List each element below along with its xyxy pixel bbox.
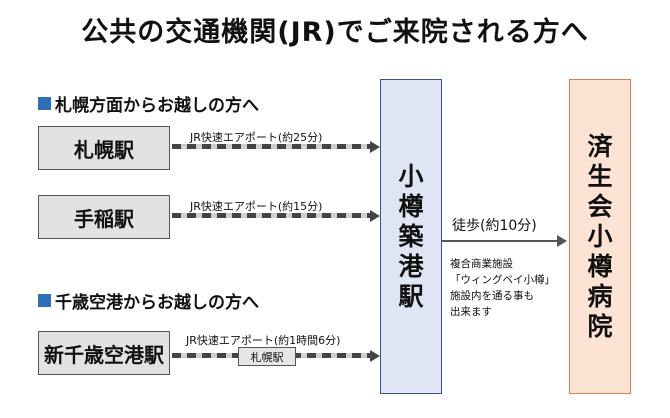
hospital-char: 小 [587,221,613,251]
arrow-right-icon [370,210,380,222]
hospital-char: 済 [587,131,613,161]
walk-note-line: 複合商業施設 [450,258,513,270]
page-title: 公共の交通機関(JR)でご来院される方へ [81,17,589,48]
station-label: 手稲駅 [74,206,134,231]
station-sapporo: 札幌駅 [38,126,170,170]
station-teine: 手稲駅 [38,195,170,239]
rail-line [172,144,370,149]
arrow-right-icon [370,350,380,362]
section-header-sapporo: 札幌方面からお越しの方へ [38,91,259,116]
walk-line [442,240,558,242]
station-char: 小 [398,161,424,191]
hospital-char: 会 [587,191,613,221]
walk-note-line: 「ウィングベイ小樽」 [450,274,555,286]
station-char: 港 [398,251,424,281]
section-header-chitose: 千歳空港からお越しの方へ [38,288,259,313]
station-char: 駅 [398,281,424,311]
route-label: JR快速エアポート(約1時間6分) [186,334,341,347]
hospital-char: 院 [587,311,613,341]
blue-square-icon [38,294,51,307]
walk-note: 複合商業施設 「ウィングベイ小樽」 施設内を通る事も 出来ます [450,256,555,320]
hospital-char: 樽 [587,251,613,281]
hospital-char: 生 [587,161,613,191]
route-label: JR快速エアポート(約15分) [190,200,323,213]
via-station-label: 札幌駅 [250,350,284,364]
via-station-badge: 札幌駅 [238,347,296,366]
walk-label: 徒歩(約10分) [452,218,537,234]
station-char: 樽 [398,191,424,221]
section-header-label: 千歳空港からお越しの方へ [55,293,259,313]
arrow-right-icon [557,235,567,247]
station-label: 新千歳空港駅 [44,342,164,367]
walk-note-line: 出来ます [450,306,492,318]
section-header-label: 札幌方面からお越しの方へ [55,96,259,116]
arrow-right-icon [370,141,380,153]
station-char: 築 [398,221,424,251]
station-label: 札幌駅 [74,137,134,162]
blue-square-icon [38,97,51,110]
route-label: JR快速エアポート(約25分) [190,131,323,144]
walk-note-line: 施設内を通る事も [450,290,534,302]
rail-line [172,213,370,218]
otaru-chikko-station: 小 樽 築 港 駅 [380,79,442,394]
saiseikai-otaru-hospital: 済 生 会 小 樽 病 院 [569,79,631,394]
station-new-chitose-airport: 新千歳空港駅 [38,331,170,375]
hospital-char: 病 [587,281,613,311]
